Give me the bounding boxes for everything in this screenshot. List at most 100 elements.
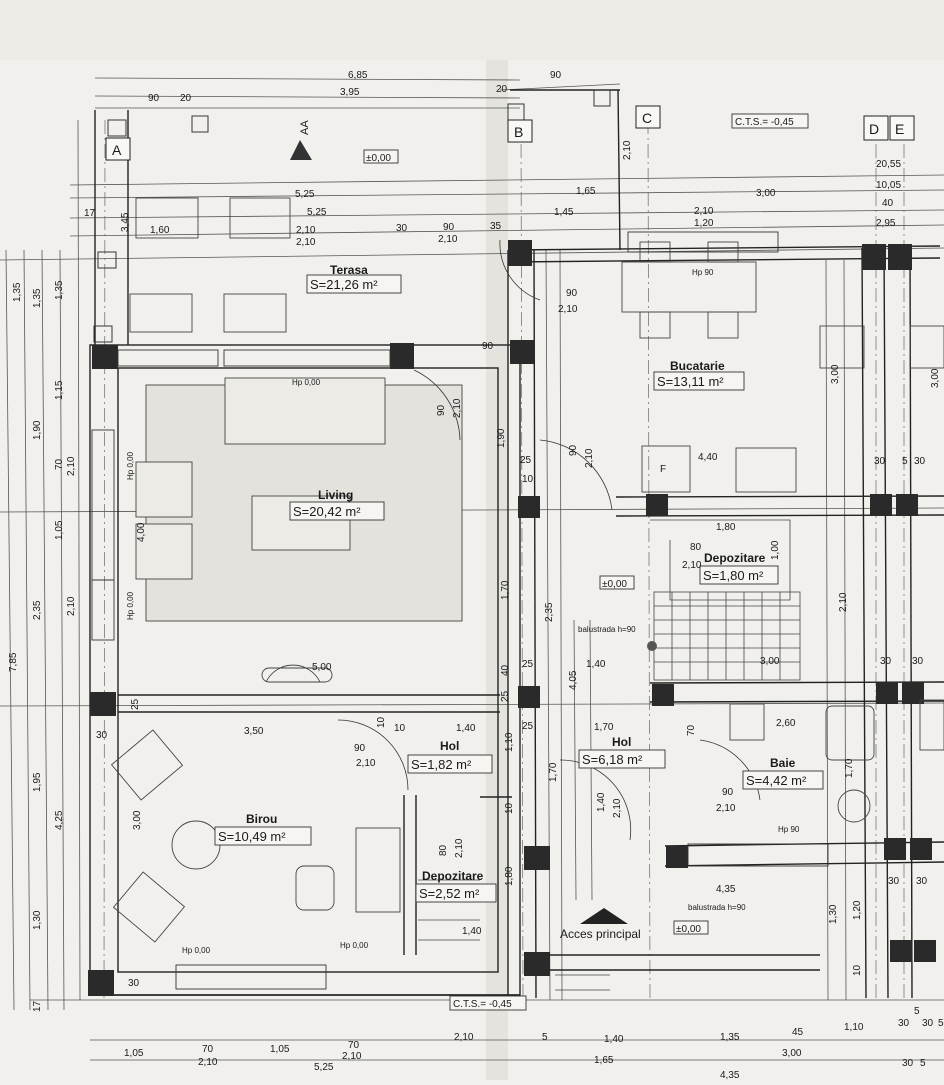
dim-in-10e: 10 — [852, 964, 863, 976]
dim-90a: 90 — [148, 93, 160, 104]
dim-20a: 20 — [180, 93, 192, 104]
axis-label-e: E — [895, 121, 904, 137]
dim-in-140a: 1,40 — [586, 659, 606, 670]
dim-in-400: 4,00 — [136, 522, 147, 542]
cts-bottom-label: C.T.S.= -0,45 — [453, 999, 512, 1010]
dim-40: 40 — [882, 198, 894, 209]
dim-bot-5b: 5 — [938, 1018, 944, 1029]
axis-bubble-d — [863, 115, 889, 141]
dim-left-235: 2,35 — [32, 600, 43, 620]
dim-in-90baie: 90 — [722, 787, 734, 798]
dim-in-140b: 1,40 — [456, 723, 476, 734]
dim-in-100: 1,00 — [770, 540, 781, 560]
hp000-side2: Hp 0,00 — [126, 591, 135, 620]
cts-top-label: C.T.S.= -0,45 — [735, 117, 794, 128]
dim-in-210baie: 2,10 — [716, 803, 736, 814]
room-area-hol-right: S=6,18 m² — [582, 752, 643, 767]
room-name-terasa: Terasa — [330, 263, 368, 277]
dim-bot-300: 3,00 — [782, 1048, 802, 1059]
dim-210b: 2,10 — [296, 225, 316, 236]
room-area-bucatarie: S=13,11 m² — [657, 374, 724, 389]
dim-in-210dep: 2,10 — [682, 560, 702, 571]
dim-in-180b: 1,80 — [504, 866, 515, 886]
walls — [89, 89, 944, 999]
dim-in-120r: 1,20 — [852, 900, 863, 920]
windows — [91, 231, 829, 990]
dim-210f: 2,10 — [558, 304, 578, 315]
axis-label-c: C — [642, 110, 652, 126]
hp000-side1: Hp 0,00 — [126, 451, 135, 480]
dim-bot-210a: 2,10 — [198, 1057, 218, 1068]
entrance-label: Acces principal — [560, 927, 641, 941]
room-name-depozitare-lower: Depozitare — [422, 869, 484, 883]
dim-in-40: 40 — [500, 664, 511, 676]
dim-in-30r4: 30 — [912, 656, 924, 667]
dim-bot-135: 1,35 — [720, 1032, 740, 1043]
dim-bot-140: 1,40 — [604, 1034, 624, 1045]
dim-in-210living: 2,10 — [452, 398, 463, 418]
dim-bot-105b: 1,05 — [270, 1044, 290, 1055]
dim-in-90living: 90 — [436, 404, 447, 416]
dim-in-90hol: 90 — [354, 743, 366, 754]
dim-in-170baie: 1,70 — [844, 758, 855, 778]
dim-left-195: 1,95 — [32, 772, 43, 792]
dim-in-210hol: 2,10 — [356, 758, 376, 769]
dim-in-10d: 10 — [504, 802, 515, 814]
dim-210e: 2,10 — [622, 140, 633, 160]
dim-in-30r5: 30 — [888, 876, 900, 887]
axis-label-a: A — [112, 142, 122, 158]
room-area-hol-left: S=1,82 m² — [411, 757, 472, 772]
dim-left-190: 1,90 — [32, 420, 43, 440]
dim-2055: 20,55 — [876, 159, 901, 170]
axis-bubble-c — [635, 105, 661, 129]
dim-in-210dep2: 2,10 — [454, 838, 465, 858]
dim-in-140c: 1,40 — [596, 792, 607, 812]
room-area-terasa: S=21,26 m² — [310, 277, 378, 292]
dim-in-130r: 1,30 — [828, 904, 839, 924]
dim-in-10b: 10 — [376, 716, 387, 728]
dim-525b: 5,25 — [307, 207, 327, 218]
dim-left-115: 1,15 — [54, 380, 65, 400]
balustrade-entry-label: balustrada h=90 — [688, 903, 746, 912]
bottom-dimensions: 1,05 70 2,10 1,05 70 2,10 2,10 5,25 1,40… — [124, 1006, 944, 1081]
axis-bubble-e — [889, 115, 915, 141]
top-dimensions: 6,85 3,95 90 20 20 90 20,55 10,05 40 2,9… — [84, 70, 901, 315]
hp000-birou2: Hp 0,00 — [340, 941, 369, 950]
dim-90d: 90 — [566, 288, 578, 299]
dim-in-10a: 10 — [522, 474, 534, 485]
dim-in-300r1: 3,00 — [830, 364, 841, 384]
furniture — [110, 197, 944, 943]
dim-in-30l1: 30 — [96, 730, 108, 741]
dim-90c: 90 — [443, 222, 455, 233]
hp000-birou: Hp 0,00 — [182, 946, 211, 955]
dimension-lines — [0, 77, 944, 1061]
structural-columns — [88, 240, 936, 996]
balustrade-stair-label: balustrada h=90 — [578, 625, 636, 634]
dim-bot-525: 5,25 — [314, 1062, 334, 1073]
dim-in-90k: 90 — [568, 444, 579, 456]
pergola-posts — [93, 89, 611, 343]
hp000-living: Hp 0,00 — [292, 378, 321, 387]
dim-1005: 10,05 — [876, 180, 901, 191]
dim-in-25a: 25 — [520, 455, 532, 466]
dim-left-210b: 2,10 — [66, 596, 77, 616]
dim-in-190: 1,90 — [496, 428, 507, 448]
dim-in-435: 4,35 — [716, 884, 736, 895]
dim-35: 35 — [490, 221, 502, 232]
dim-left-17: 17 — [32, 1000, 43, 1012]
dim-in-300birou: 3,00 — [132, 810, 143, 830]
dim-90b: 90 — [550, 70, 562, 81]
dim-in-140d: 1,40 — [462, 926, 482, 937]
paper-top-band — [0, 0, 944, 60]
dim-in-30r2: 30 — [914, 456, 926, 467]
section-mark-label: AA — [299, 120, 311, 135]
dim-in-25d: 25 — [522, 721, 534, 732]
level-hol: ±0,00 — [602, 579, 627, 590]
dim-in-210k: 2,10 — [584, 448, 595, 468]
dim-525a: 5,25 — [295, 189, 315, 200]
door-swings — [265, 239, 761, 841]
dim-20b: 20 — [496, 84, 508, 95]
level-terasa: ±0,00 — [366, 153, 391, 164]
dim-in-25c: 25 — [500, 690, 511, 702]
annotations: AA C.T.S.= -0,45 C.T.S.= -0,45 ±0,00 ±0,… — [126, 117, 800, 1010]
